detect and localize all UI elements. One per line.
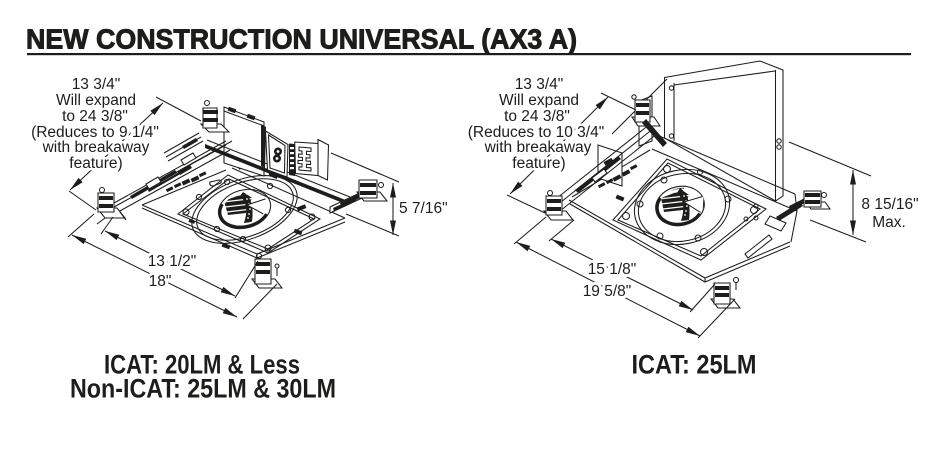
- svg-text:NEW CONSTRUCTION UNIVERSAL (AX: NEW CONSTRUCTION UNIVERSAL (AX3 A): [26, 24, 577, 55]
- svg-text:ICAT: 20LM & Less: ICAT: 20LM & Less: [104, 350, 300, 380]
- svg-text:Non-ICAT: 25LM & 30LM: Non-ICAT: 25LM & 30LM: [70, 374, 336, 404]
- svg-text:with breakaway: with breakaway: [484, 139, 592, 156]
- svg-text:Will expand: Will expand: [499, 92, 579, 109]
- svg-text:5 7/16": 5 7/16": [399, 200, 448, 217]
- svg-text:13 3/4": 13 3/4": [515, 76, 564, 93]
- svg-text:Max.: Max.: [872, 214, 906, 231]
- svg-text:to 24 3/8": to 24 3/8": [504, 108, 570, 125]
- svg-text:ICAT: 25LM: ICAT: 25LM: [632, 350, 757, 380]
- svg-text:15 1/8": 15 1/8": [588, 261, 637, 278]
- svg-text:19 5/8": 19 5/8": [583, 283, 632, 300]
- svg-text:to 24 3/8": to 24 3/8": [62, 108, 128, 125]
- svg-text:13 3/4": 13 3/4": [72, 76, 121, 93]
- svg-text:8 15/16": 8 15/16": [861, 196, 918, 213]
- svg-text:18": 18": [149, 273, 172, 290]
- svg-text:(Reduces to 10 3/4": (Reduces to 10 3/4": [468, 124, 604, 141]
- svg-text:feature): feature): [69, 155, 122, 172]
- svg-text:feature): feature): [512, 155, 565, 172]
- svg-text:13 1/2": 13 1/2": [148, 253, 197, 270]
- svg-text:(Reduces to 9 1/4": (Reduces to 9 1/4": [31, 124, 159, 141]
- svg-text:Will expand: Will expand: [56, 92, 136, 109]
- svg-text:with breakaway: with breakaway: [42, 139, 150, 156]
